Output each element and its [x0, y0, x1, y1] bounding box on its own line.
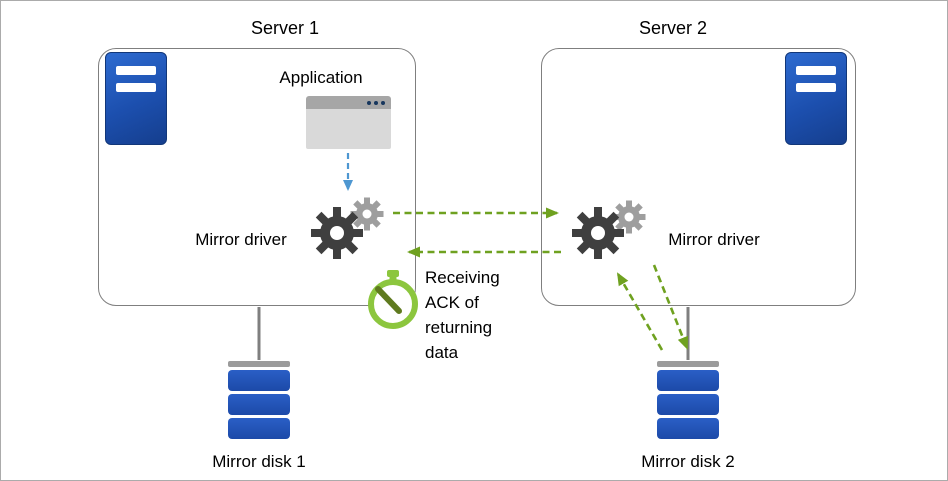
server-icon-bar — [116, 83, 156, 92]
server-icon-bar — [116, 66, 156, 75]
server2-mirror-driver-label: Mirror driver — [668, 230, 760, 249]
window-titlebar — [306, 96, 391, 109]
disk-slab — [228, 370, 290, 391]
window-dot-icon — [374, 100, 378, 105]
server-icon-bar — [796, 66, 836, 75]
server2-title: Server 2 — [638, 18, 708, 38]
mirror-disk1-icon — [228, 361, 290, 439]
mirror-disk2-icon — [657, 361, 719, 439]
server1-mirror-driver-label: Mirror driver — [195, 230, 287, 249]
window-dot-icon — [367, 100, 371, 105]
server2-box — [541, 48, 856, 306]
disk-slab — [657, 370, 719, 391]
disk-slab — [657, 418, 719, 439]
server1-title: Server 1 — [250, 18, 320, 38]
server2-icon — [785, 52, 847, 145]
application-label: Application — [279, 68, 363, 87]
mirror-disk2-label: Mirror disk 2 — [641, 452, 735, 471]
disk-slab — [228, 418, 290, 439]
disk-cap — [657, 361, 719, 367]
window-dot-icon — [381, 100, 385, 105]
ack-annotation: Receiving ACK of returning data — [425, 268, 500, 362]
window-body — [306, 109, 391, 149]
disk-slab — [228, 394, 290, 415]
disk-slab — [657, 394, 719, 415]
disk-cap — [228, 361, 290, 367]
server1-box — [98, 48, 416, 306]
server1-icon — [105, 52, 167, 145]
application-window-icon — [306, 96, 391, 149]
mirror-disk1-label: Mirror disk 1 — [212, 452, 306, 471]
server-icon-bar — [796, 83, 836, 92]
